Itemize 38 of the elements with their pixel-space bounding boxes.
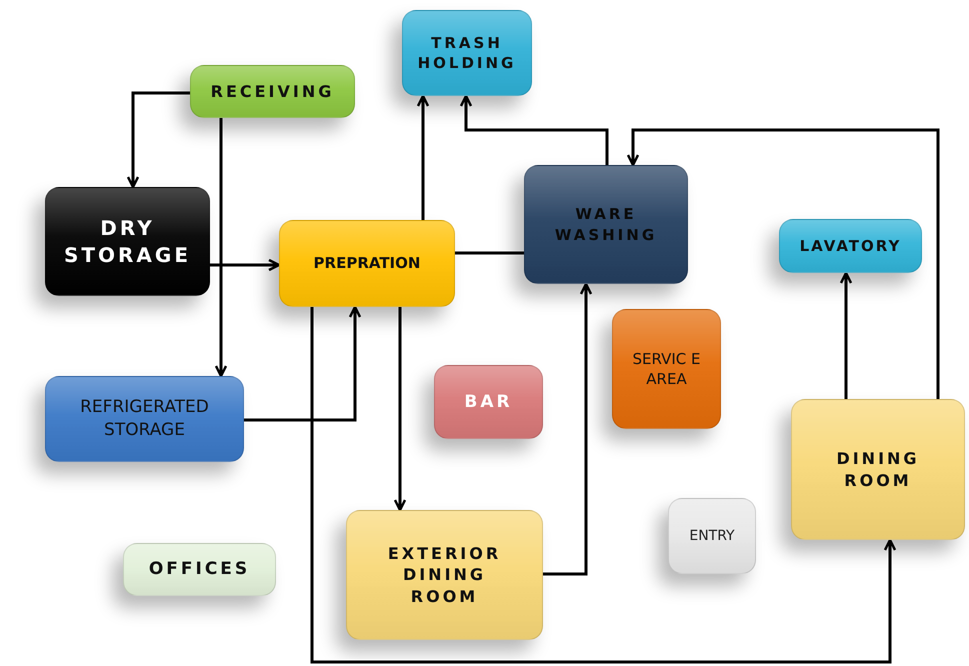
room-label: EXTERIOR DINING ROOM [386, 542, 502, 608]
room-box [779, 219, 922, 273]
room-box [45, 376, 244, 462]
arrow [126, 92, 190, 188]
room-box [434, 365, 543, 439]
room-box [612, 309, 721, 429]
room-label: OFFICES [148, 558, 250, 581]
room-box [668, 498, 756, 574]
room-label: PREPRATION [314, 253, 420, 274]
room-label: TRASH HOLDING [416, 32, 518, 74]
arrow [210, 258, 280, 272]
room-label: WARE WASHING [554, 204, 658, 245]
room-label: LAVATORY [800, 236, 902, 256]
room-box [279, 220, 455, 307]
arrow [394, 307, 406, 512]
room-box [791, 399, 965, 540]
room-label: BAR [464, 390, 513, 414]
arrow [214, 118, 228, 378]
room-label: ENTRY [689, 526, 735, 546]
arrow [416, 94, 430, 220]
connector-line [455, 252, 524, 254]
arrow [244, 306, 362, 422]
room-box [524, 165, 688, 284]
arrow [626, 128, 940, 399]
room-box [346, 510, 543, 640]
arrow [543, 282, 592, 576]
room-label: DINING ROOM [835, 448, 921, 492]
room-label: DRY STORAGE [62, 214, 192, 268]
room-label: SERVIC E AREA [632, 348, 702, 390]
room-box [123, 543, 276, 596]
room-box [402, 10, 532, 96]
arrow [460, 94, 608, 165]
room-label: REFRIGERATED STORAGE [79, 396, 210, 442]
room-label: RECEIVING [210, 80, 334, 102]
arrow [310, 307, 896, 664]
room-box [190, 65, 355, 118]
room-box [45, 187, 210, 296]
arrow [840, 272, 852, 399]
